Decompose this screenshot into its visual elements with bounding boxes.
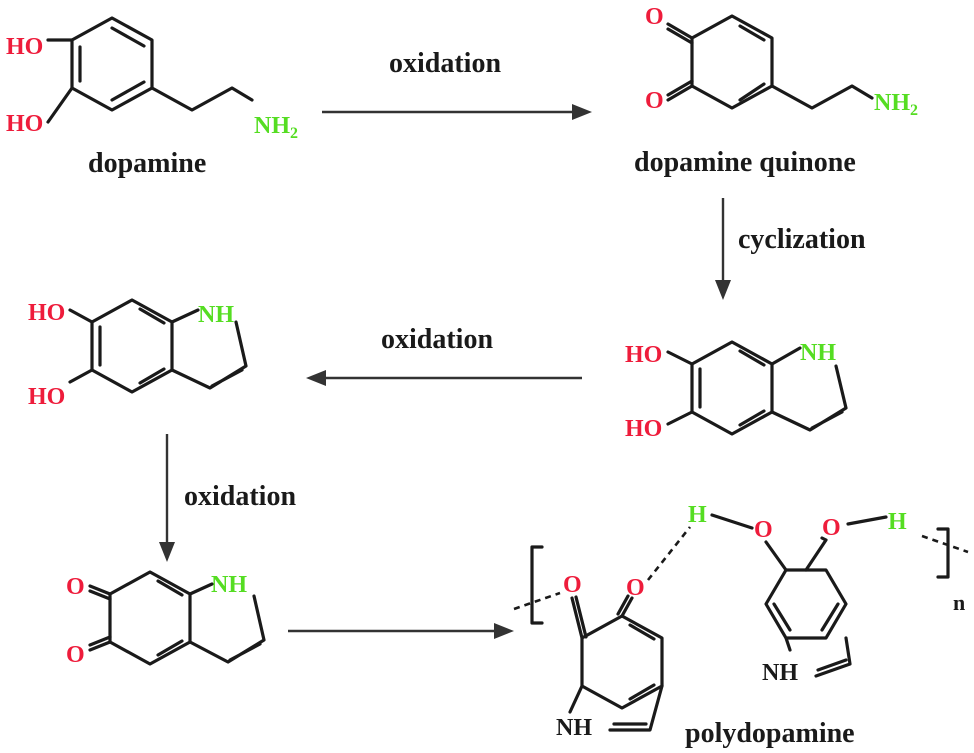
chain-dash-right <box>921 534 969 554</box>
arrow-polymerization <box>288 623 514 639</box>
indolequinone-oxygen-1: O <box>66 574 85 600</box>
unit2-pyrrole <box>784 636 852 678</box>
dopamine-ring-double-bonds <box>78 26 146 102</box>
dopamine-quinone-label: dopamine quinone <box>634 147 856 178</box>
step-label-cyclization: cyclization <box>738 224 866 255</box>
unit1-oxygen-2: O <box>626 575 645 601</box>
unit2-double-bonds <box>772 602 840 632</box>
arrow-oxidation-1 <box>322 104 592 120</box>
indolequinone-imine: NH <box>211 572 247 598</box>
indole-right-imine: NH <box>800 340 836 366</box>
dopamine-structure: HO HO NH2 <box>6 16 298 142</box>
dopamine-oh-bonds <box>46 38 74 124</box>
unit1-benzene <box>580 614 664 710</box>
polydopamine-structure: n O O NH H O O H NH <box>513 502 969 741</box>
dopamine-side-chain <box>150 86 254 112</box>
bridge-hydrogen-1: H <box>688 502 707 528</box>
step-label-oxidation-1: oxidation <box>389 48 501 79</box>
indole-left-pyrrole <box>170 308 248 390</box>
repeat-bracket-right <box>936 527 950 579</box>
indole-right-pyrrole <box>770 346 848 432</box>
dopamine-ring <box>70 16 154 112</box>
quinone-amine-subscript: 2 <box>910 102 918 119</box>
unit1-pyrrole <box>568 684 664 732</box>
chain-dash-left <box>513 591 561 611</box>
arrow-oxidation-3 <box>159 434 175 562</box>
indolequinone-carbonyls <box>88 584 112 652</box>
dopamine-amine-subscript: 2 <box>290 125 298 142</box>
unit1-carbonyls <box>570 594 634 640</box>
quinone-ring-double-bonds <box>738 24 766 102</box>
indolequinone-oxygen-2: O <box>66 642 85 668</box>
indole-right-benzene <box>690 340 774 436</box>
indole-right-oh-bonds <box>666 350 694 426</box>
dopamine-label: dopamine <box>88 148 206 179</box>
indolequinone-double-bonds <box>156 579 184 657</box>
unit1-oxygen-1: O <box>563 572 582 598</box>
indole-right-hydroxyl-1: HO <box>625 342 662 368</box>
repeat-unit-n: n <box>953 590 965 615</box>
indole-left-benzene-double-bonds <box>98 307 166 385</box>
arrow-cyclization <box>715 198 731 300</box>
dopamine-hydroxyl-1: HO <box>6 34 43 60</box>
bridge-oxygen-2: O <box>822 515 841 541</box>
indole-left-oh-bonds <box>68 308 94 384</box>
quinone-oxygen-1: O <box>645 4 664 30</box>
step-label-oxidation-2: oxidation <box>381 324 493 355</box>
quinone-amine: NH2 <box>874 90 918 119</box>
step-label-oxidation-3: oxidation <box>184 481 296 512</box>
indole-left-hydroxyl-1: HO <box>28 300 65 326</box>
dopamine-hydroxyl-2: HO <box>6 111 43 137</box>
unit2-c-o-bonds <box>764 536 828 572</box>
quinone-oxygen-2: O <box>645 88 664 114</box>
indole-left-hydroxyl-2: HO <box>28 384 65 410</box>
indole-left-structure: HO HO NH <box>28 298 248 410</box>
unit1-imine: NH <box>556 715 592 741</box>
arrow-oxidation-2 <box>306 370 582 386</box>
bridge-oxygen-1: O <box>754 517 773 543</box>
indole-right-hydroxyl-2: HO <box>625 416 662 442</box>
indolequinone-pyrrole <box>188 582 266 664</box>
dopamine-quinone-structure: O O NH2 <box>645 4 918 119</box>
quinone-amine-label: NH <box>874 90 910 116</box>
indole-left-benzene <box>90 298 174 394</box>
polydopamine-label: polydopamine <box>685 718 855 749</box>
bridge-h-o-bond-1 <box>710 513 754 530</box>
unit2-imine: NH <box>762 660 798 686</box>
quinone-carbonyls <box>666 22 694 102</box>
indole-right-structure: HO HO NH <box>625 340 848 442</box>
unit2-benzene <box>764 568 848 640</box>
indolequinone-structure: O O NH <box>66 570 266 668</box>
indolequinone-benzene <box>108 570 192 666</box>
bridge-o-h-bond-2 <box>846 515 888 526</box>
hydrogen-bond <box>646 526 692 581</box>
indole-left-imine: NH <box>198 302 234 328</box>
dopamine-amine-label: NH <box>254 113 290 139</box>
dopamine-amine: NH2 <box>254 113 298 142</box>
quinone-side-chain <box>770 84 874 110</box>
unit1-double-bonds <box>628 623 656 701</box>
quinone-ring <box>690 14 774 110</box>
repeat-bracket-left <box>530 545 544 625</box>
indole-right-benzene-double-bonds <box>698 349 766 427</box>
bridge-hydrogen-2: H <box>888 509 907 535</box>
